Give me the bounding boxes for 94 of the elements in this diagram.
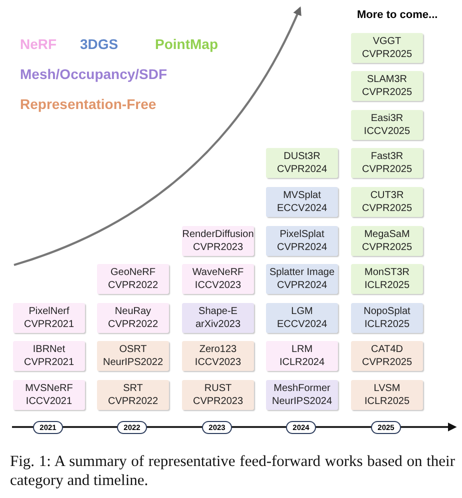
paper-box	[351, 264, 423, 294]
paper-name: MVSplat	[283, 189, 321, 202]
venue-text: CVPR2024	[276, 240, 328, 254]
paper-box	[351, 32, 423, 63]
paper-name: OSRT	[119, 343, 147, 356]
paper-box	[266, 302, 338, 333]
venue-text: arXiv2023	[195, 318, 241, 331]
paper-box	[182, 226, 254, 256]
paper-box	[97, 341, 169, 372]
paper-box	[182, 302, 254, 333]
paper-name: SRT	[123, 382, 143, 395]
paper-name: Shape-E	[198, 304, 238, 318]
paper-name: MegaSaM	[364, 228, 410, 241]
paper-name: SLAM3R	[366, 73, 407, 86]
paper-name: Fast3R	[370, 150, 404, 164]
paper-name: GeoNeRF	[110, 266, 156, 280]
paper-name: LGM	[291, 304, 313, 318]
venue-text: CVPR2024	[276, 279, 328, 292]
venue-text: CVPR2025	[362, 202, 412, 215]
venue-text: CVPR2021	[24, 318, 74, 331]
paper-name: LRM	[291, 343, 313, 356]
paper-name: PixelNerf	[28, 304, 70, 318]
paper-box	[351, 110, 423, 140]
venue-text: CVPR2025	[362, 86, 412, 100]
venue-text: ICCV2023	[194, 279, 242, 292]
column-heading: More to come...	[357, 9, 438, 21]
paper-name: NopoSplat	[364, 304, 410, 318]
paper-box	[182, 341, 254, 372]
venue-text: CVPR2025	[362, 48, 412, 61]
venue-text: ICCV2021	[26, 395, 72, 408]
venue-text: ICCV2023	[194, 356, 242, 370]
paper-box	[351, 341, 423, 372]
venue-text: CVPR2021	[24, 356, 74, 370]
paper-name: CUT3R	[370, 189, 404, 202]
venue-text: CVPR2025	[362, 163, 412, 176]
paper-name: CAT4D	[370, 343, 404, 356]
paper-name: VGGT	[372, 34, 402, 48]
category-legend-text: PointMap	[155, 36, 218, 52]
venue-text: ICCV2025	[364, 124, 410, 138]
paper-name: RUST	[204, 382, 232, 395]
paper-name: IBRNet	[32, 343, 66, 356]
venue-text: NeurIPS2024	[272, 395, 332, 408]
venue-text: CVPR2023	[192, 240, 244, 254]
paper-box	[351, 71, 423, 102]
venue-text: CVPR2025	[362, 356, 412, 370]
venue-text: NeurIPS2022	[102, 356, 164, 370]
venue-text: ECCV2024	[276, 318, 328, 331]
venue-text: CVPR2024	[276, 163, 328, 176]
paper-box	[266, 187, 338, 217]
category-legend-text: Mesh/Occupancy/SDF	[20, 66, 168, 82]
venue-text: CVPR2022	[108, 279, 158, 292]
paper-box	[266, 380, 338, 410]
paper-box	[266, 341, 338, 372]
paper-box	[351, 148, 423, 178]
venue-text: ECCV2024	[276, 202, 328, 215]
paper-box	[182, 380, 254, 410]
venue-text: ICLR2025	[364, 318, 410, 331]
paper-box	[351, 187, 423, 217]
paper-name: Splatter Image	[269, 266, 335, 280]
paper-name: MVSNeRF	[25, 382, 73, 395]
paper-box	[351, 302, 423, 333]
venue-text: ICLR2024	[279, 356, 325, 370]
paper-box	[13, 302, 85, 333]
category-legend-text: Representation-Free	[20, 96, 156, 112]
category-legend-text: 3DGS	[80, 36, 118, 52]
paper-name: MeshFormer	[274, 382, 330, 395]
paper-name: Easi3R	[370, 112, 404, 125]
paper-box	[97, 302, 169, 333]
paper-name: Zero123	[199, 343, 237, 356]
venue-text: CVPR2022	[108, 318, 158, 331]
paper-name: DUSt3R	[284, 150, 320, 164]
paper-box	[97, 380, 169, 410]
paper-name: RenderDiffusion	[182, 228, 254, 241]
venue-text: ICLR2025	[364, 395, 410, 408]
paper-box	[266, 148, 338, 178]
venue-text: CVPR2025	[362, 240, 412, 254]
venue-text: CVPR2023	[192, 395, 244, 408]
paper-box	[351, 226, 423, 256]
paper-box	[97, 264, 169, 294]
venue-text: CVPR2022	[108, 395, 158, 408]
venue-text: ICLR2025	[364, 279, 410, 292]
paper-name: LVSM	[374, 382, 400, 395]
paper-box	[13, 341, 85, 372]
paper-box	[182, 264, 254, 294]
paper-name: MonST3R	[364, 266, 410, 280]
paper-box	[266, 264, 338, 294]
figure-caption: Fig. 1: A summary of representative feed-forward works based on their category and timeline.	[10, 452, 455, 490]
paper-name: PixelSplat	[280, 228, 324, 241]
category-legend-text: NeRF	[20, 36, 57, 52]
paper-name: WaveNeRF	[192, 266, 244, 280]
paper-box	[266, 226, 338, 256]
paper-name: NeuRay	[114, 304, 152, 318]
paper-box	[13, 380, 85, 410]
paper-box	[351, 380, 423, 410]
